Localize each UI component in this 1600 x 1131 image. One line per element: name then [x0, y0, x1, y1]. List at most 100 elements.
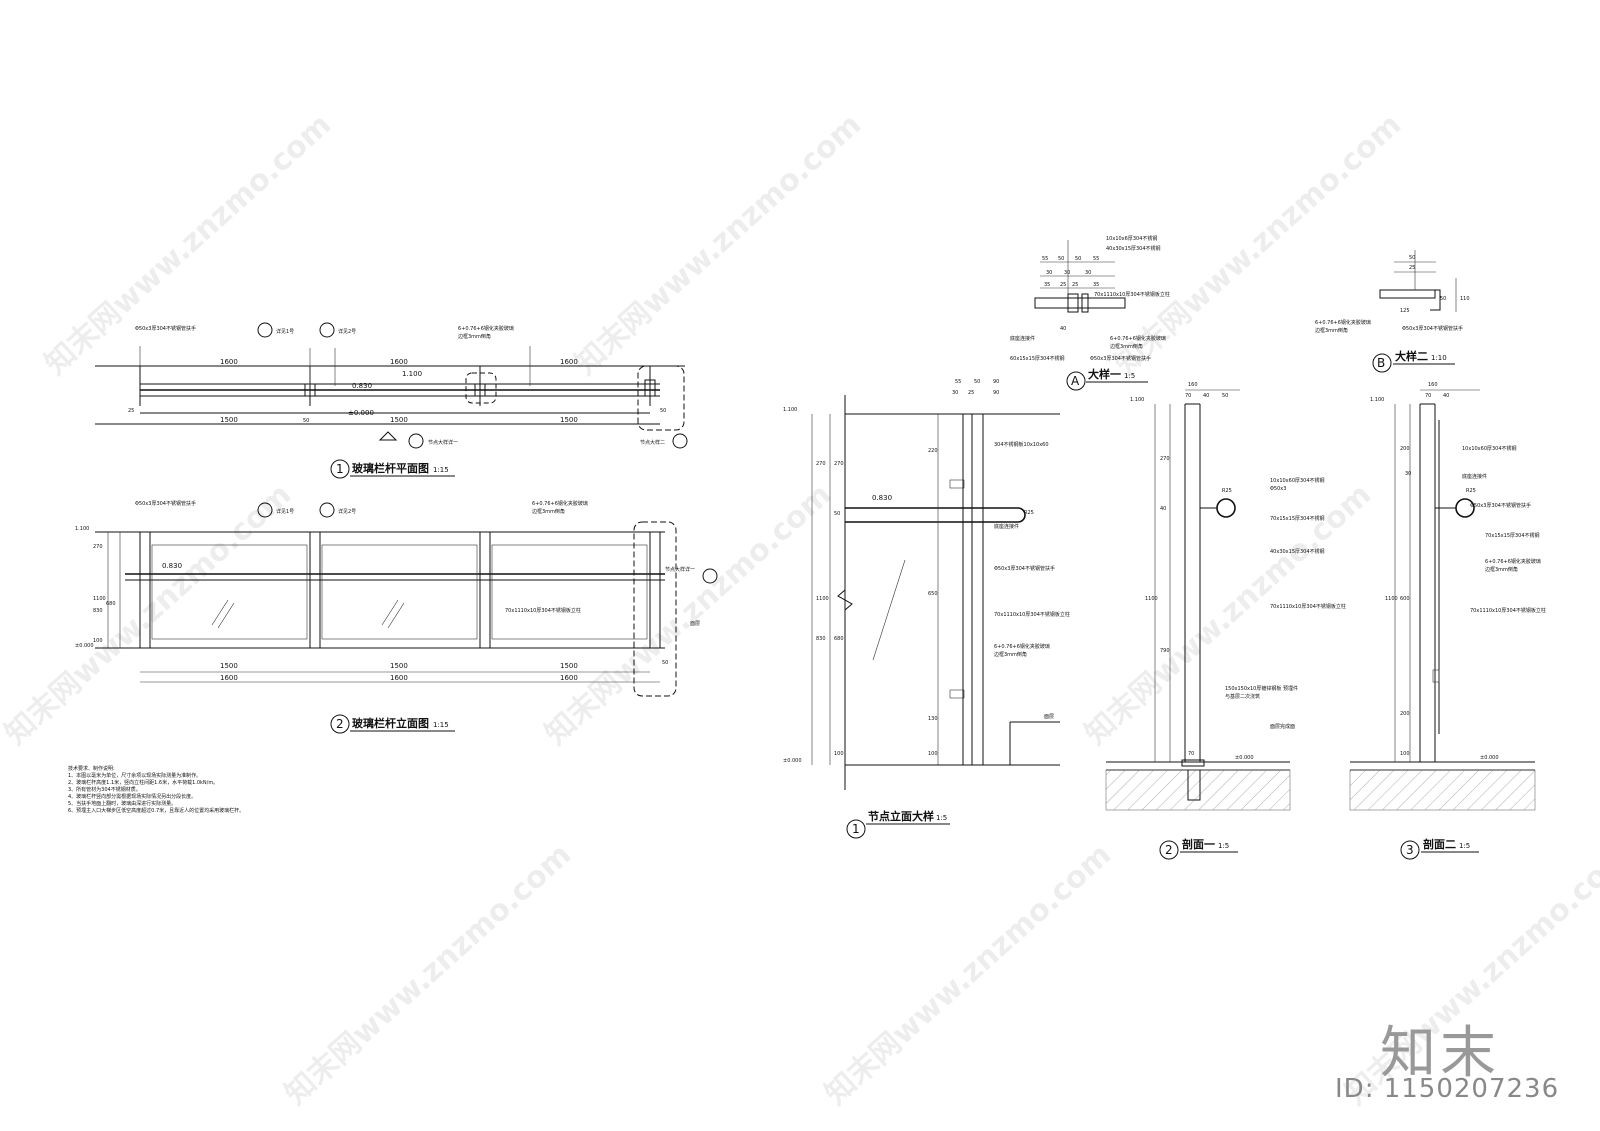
sec1-dim-40-v: 40: [1160, 506, 1166, 512]
sec1-title-number: 2: [1165, 843, 1173, 857]
sec1-title-circle: [1159, 840, 1179, 860]
note-6: 6、预埋主入口大梯步区低空高度超过0.7米，且靠近人的位置均采用玻璃栏杆。: [68, 808, 245, 814]
node-label-clip: 304不锈钢板10x10x60: [994, 441, 1049, 448]
node-elevation-view: 1.100 ±0.000 0.830 270 270 50 1100 830 6…: [783, 379, 1070, 839]
elev-node-label: 节点大样详一: [665, 566, 695, 573]
detB-scale: 1:10: [1431, 354, 1447, 362]
node-dim-130: 130: [928, 716, 938, 722]
elev-dim-1500-a: 1500: [220, 662, 238, 670]
plan-node-marker-2: [672, 433, 688, 449]
note-1: 1、本图以毫米为单位，尺寸余项以现场实际测量为准制作。: [68, 773, 202, 779]
detB-label-rail: Φ50x3厚304不锈钢管扶手: [1402, 325, 1463, 332]
detA-dim-50-b: 50: [1075, 256, 1081, 262]
plan-title: 玻璃栏杆平面图: [352, 461, 429, 475]
elev-dim-1500-c: 1500: [560, 662, 578, 670]
plan-node-label-2: 节点大样二: [640, 439, 665, 446]
plan-title-circle: [330, 459, 350, 479]
sec2-dim-600: 600: [1400, 596, 1410, 602]
sec1-dim-1100: 1100: [1145, 596, 1158, 602]
plan-dim-1500-b: 1500: [390, 416, 408, 424]
detB-label-glass: 6+0.76+6钢化夹胶玻璃: [1315, 319, 1371, 326]
sec2-dim-200: 200: [1400, 446, 1410, 452]
elev-label-rail: Φ50x3厚304不锈钢管扶手: [135, 500, 196, 507]
plan-ref-1: 详见1号: [276, 328, 294, 335]
detB-dim-50-r: 50: [1440, 296, 1446, 302]
node-label-post: 70x1110x10厚304不锈钢板立柱: [994, 611, 1070, 618]
plan-ref-marker-2: [319, 322, 335, 338]
sec2-title-circle: [1400, 840, 1420, 860]
elev-dim-1600-b: 1600: [390, 674, 408, 682]
sec2-dim-70: 70: [1425, 393, 1431, 399]
node-level-1100: 1.100: [783, 407, 797, 413]
plan-label-glass: 6+0.76+6钢化夹胶玻璃: [458, 325, 514, 332]
node-level-830: 0.830: [872, 494, 892, 502]
sec2-label-clip: 10x10x60厚304不锈钢: [1462, 445, 1517, 452]
elev-scale: 1:15: [433, 721, 449, 729]
sec2-label-glass: 6+0.76+6钢化夹胶玻璃: [1485, 558, 1541, 565]
note-5: 5、当扶手地面上翻时，玻璃由深进行实际测量。: [68, 801, 177, 807]
plan-level-1100: 1.100: [402, 370, 422, 378]
detA-label-glass-sub: 边框3mm倒角: [1110, 343, 1143, 350]
node-dim-270-b: 270: [834, 461, 844, 467]
detA-dim-25: 25: [1060, 282, 1066, 288]
sec1-label-embed2: 与基层二次浇筑: [1225, 693, 1260, 700]
detA-label-glass: 6+0.76+6钢化夹胶玻璃: [1110, 335, 1166, 342]
elev-label-floor: 面层: [690, 621, 700, 627]
node-title-circle: [846, 819, 866, 839]
sec2-dim-1100: 1100: [1385, 596, 1398, 602]
sec2-title-number: 3: [1406, 843, 1414, 857]
node-dim-50-top: 50: [974, 379, 980, 385]
detA-dim-55: 55: [1042, 256, 1048, 262]
detA-label-rail: Φ50x3厚304不锈钢管扶手: [1090, 355, 1151, 362]
plan-dim-50: 50: [303, 418, 309, 424]
sec1-label-floor: 面层完成面: [1270, 723, 1295, 730]
elev-label-glass-sub: 边框3mm倒角: [532, 508, 565, 515]
detA-label-top3: 70x1110x10厚304不锈钢板立柱: [1094, 291, 1170, 298]
node-dim-50: 50: [834, 511, 840, 517]
node-label-glass: 6+0.76+6钢化夹胶玻璃: [994, 643, 1050, 650]
sec2-dim-160: 160: [1428, 382, 1438, 388]
sec1-label-clip: 10x10x60厚304不锈钢: [1270, 477, 1325, 484]
sec2-dim-200-b: 200: [1400, 711, 1410, 717]
node-r25: R25: [1024, 510, 1034, 516]
node-title: 节点立面大样: [868, 809, 934, 823]
section-1-view: 1.100 ±0.000 160 70 40 50 270 40 1100 79…: [1105, 382, 1346, 860]
plan-ref-2: 详见2号: [338, 328, 356, 335]
detA-scale: 1:5: [1124, 372, 1135, 380]
elev-label-post: 70x1110x10厚304不锈钢板立柱: [505, 607, 581, 614]
elev-ref-marker-1: [257, 502, 273, 518]
sec2-dim-40: 40: [1443, 393, 1449, 399]
sec1-title: 剖面一: [1182, 837, 1215, 851]
plan-dim-1500-a: 1500: [220, 416, 238, 424]
plan-section-mark: [378, 431, 398, 441]
detA-title: 大样一: [1088, 367, 1121, 381]
sec2-dim-100: 100: [1400, 751, 1410, 757]
node-dim-90: 90: [993, 390, 999, 396]
detA-label-pad: 底座连接件: [1010, 335, 1035, 342]
node-label-glass-sub: 边框3mm倒角: [994, 651, 1027, 658]
note-4: 4、玻璃栏杆竖向部分需根据现场实际情况另出分段长度。: [68, 794, 197, 800]
sec2-label-bar70: 70x15x15厚304不锈钢: [1485, 532, 1540, 539]
node-dim-100: 100: [834, 751, 844, 757]
elev-title: 玻璃栏杆立面图: [352, 716, 429, 730]
node-label-pad: 底座连接件: [994, 523, 1019, 530]
detB-dim-110: 110: [1460, 296, 1470, 302]
sec1-dim-70-b: 70: [1188, 751, 1194, 757]
node-dim-1100: 1100: [816, 596, 829, 602]
sec1-level-0: ±0.000: [1235, 755, 1254, 761]
elev-title-number: 2: [336, 717, 344, 731]
sec1-dim-50: 50: [1222, 393, 1228, 399]
plan-label-rail: Φ50x3厚304不锈钢管扶手: [135, 325, 196, 332]
detB-title: 大样二: [1395, 349, 1428, 363]
sec1-label-rail: Φ50x3: [1270, 486, 1286, 492]
elev-dim-1100: 1100: [93, 596, 106, 602]
detail-b-view: 50 25 110 50 125 6+0.76+6钢化夹胶玻璃 边框3mm倒角 …: [1315, 250, 1470, 373]
sec1-r25: R25: [1222, 488, 1232, 494]
sec1-dim-40: 40: [1203, 393, 1209, 399]
sec2-dim-30: 30: [1405, 471, 1411, 477]
elev-dim-680: 680: [106, 601, 116, 607]
plan-node-label: 节点大样详一: [428, 439, 458, 446]
elev-dim-830: 830: [93, 608, 103, 614]
plan-level-830: 0.830: [352, 382, 372, 390]
